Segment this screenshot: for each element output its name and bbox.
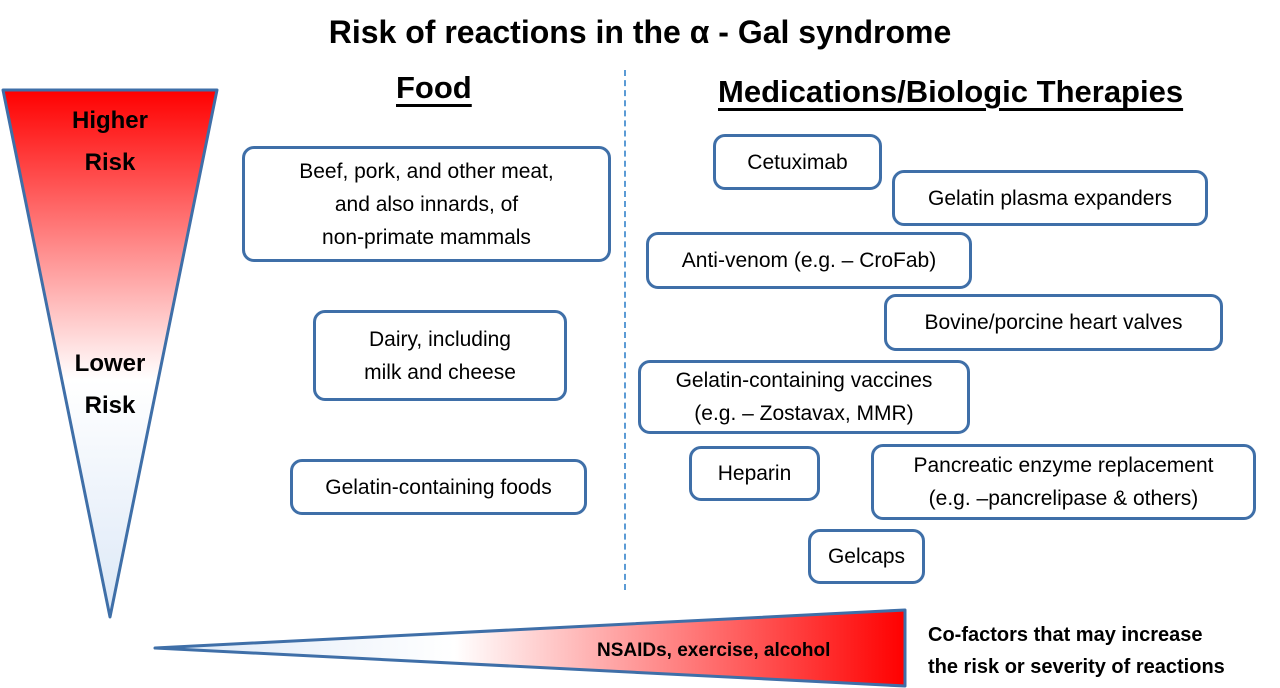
food-item-meat: Beef, pork, and other meat, and also inn… bbox=[242, 146, 611, 262]
column-divider bbox=[624, 70, 626, 590]
med-item-plasma-expanders: Gelatin plasma expanders bbox=[892, 170, 1208, 226]
higher-risk-label: Higher Risk bbox=[71, 107, 148, 176]
med-item-heart-valves: Bovine/porcine heart valves bbox=[884, 294, 1223, 351]
food-heading: Food bbox=[396, 70, 472, 105]
med-item-gelcaps: Gelcaps bbox=[808, 529, 925, 584]
med-item-pancreatic-enzyme: Pancreatic enzyme replacement (e.g. –pan… bbox=[871, 444, 1256, 520]
lower-risk-label: Lower Risk bbox=[74, 350, 146, 419]
med-item-vaccines: Gelatin-containing vaccines (e.g. – Zost… bbox=[638, 360, 970, 434]
cofactor-gradient-wedge bbox=[153, 608, 907, 688]
med-item-cetuximab: Cetuximab bbox=[713, 134, 882, 190]
cofactor-description: Co-factors that may increase the risk or… bbox=[928, 624, 1225, 678]
cofactor-wedge-label: NSAIDs, exercise, alcohol bbox=[597, 640, 831, 661]
food-item-dairy: Dairy, including milk and cheese bbox=[313, 310, 567, 401]
med-item-anti-venom: Anti-venom (e.g. – CroFab) bbox=[646, 232, 972, 289]
diagram-title: Risk of reactions in the α - Gal syndrom… bbox=[328, 14, 952, 50]
food-item-gelatin: Gelatin-containing foods bbox=[290, 459, 587, 515]
med-item-heparin: Heparin bbox=[689, 446, 820, 501]
medications-heading: Medications/Biologic Therapies bbox=[718, 74, 1184, 109]
risk-gradient-triangle bbox=[1, 88, 219, 619]
